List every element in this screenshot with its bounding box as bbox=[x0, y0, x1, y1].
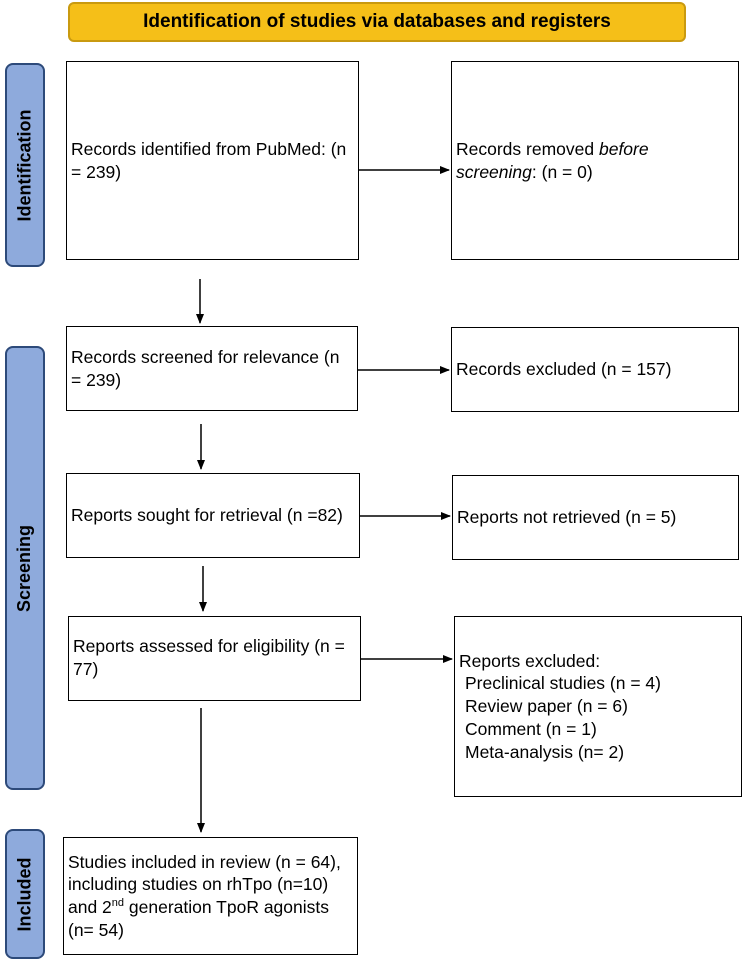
phase-included: Included bbox=[5, 829, 45, 959]
reports-sought-box: Reports sought for retrieval (n =82) bbox=[66, 473, 360, 558]
records-removed-text: Records removed before screening: (n = 0… bbox=[456, 138, 649, 182]
phase-identification-label: Identification bbox=[14, 109, 35, 221]
section-header: Identification of studies via databases … bbox=[68, 2, 686, 42]
records-excluded-text: Records excluded (n = 157) bbox=[456, 359, 672, 380]
reports-not-retrieved-text: Reports not retrieved (n = 5) bbox=[457, 507, 677, 528]
reports-assessed-box: Reports assessed for eligibility (n = 77… bbox=[68, 616, 361, 701]
records-screened-box: Records screened for relevance (n = 239) bbox=[66, 326, 358, 411]
reports-sought-text: Reports sought for retrieval (n =82) bbox=[71, 505, 343, 526]
excluded-item-meta-analysis: Meta-analysis (n= 2) bbox=[465, 741, 625, 762]
records-excluded-box: Records excluded (n = 157) bbox=[451, 327, 739, 412]
reports-excluded-title: Reports excluded: bbox=[459, 650, 601, 671]
records-identified-box: Records identified from PubMed: (n = 239… bbox=[66, 61, 359, 260]
phase-included-label: Included bbox=[14, 856, 35, 932]
studies-included-box: Studies included in review (n = 64), inc… bbox=[63, 837, 358, 955]
reports-excluded-box: Reports excluded: Preclinical studies (n… bbox=[454, 616, 742, 797]
studies-included-text: Studies included in review (n = 64), inc… bbox=[68, 851, 341, 940]
reports-excluded-list: Reports excluded: Preclinical studies (n… bbox=[459, 650, 661, 764]
records-identified-text: Records identified from PubMed: (n = 239… bbox=[71, 138, 347, 182]
records-removed-box: Records removed before screening: (n = 0… bbox=[451, 61, 739, 260]
phase-identification: Identification bbox=[5, 63, 45, 267]
reports-assessed-text: Reports assessed for eligibility (n = 77… bbox=[73, 636, 345, 679]
excluded-item-review: Review paper (n = 6) bbox=[465, 696, 628, 717]
reports-not-retrieved-box: Reports not retrieved (n = 5) bbox=[452, 475, 739, 560]
excluded-item-comment: Comment (n = 1) bbox=[465, 718, 597, 739]
phase-screening: Screening bbox=[5, 346, 45, 790]
excluded-item-preclinical: Preclinical studies (n = 4) bbox=[465, 673, 661, 694]
phase-screening-label: Screening bbox=[14, 524, 35, 612]
records-screened-text: Records screened for relevance (n = 239) bbox=[71, 346, 340, 390]
